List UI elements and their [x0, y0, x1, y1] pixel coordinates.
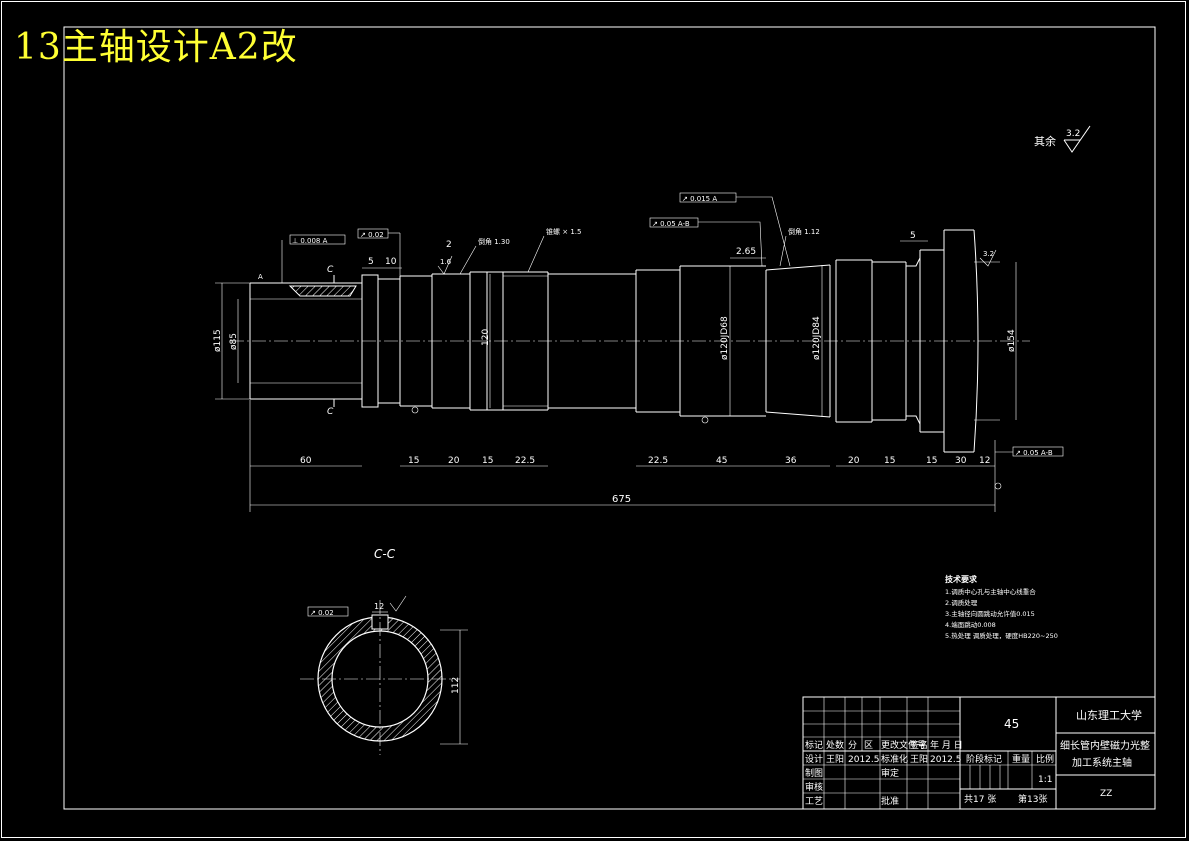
overlay-title: 13主轴设计A2改 — [14, 27, 298, 68]
section-view: C-C 112 12 — [300, 547, 468, 755]
keyway-hatch — [288, 285, 357, 297]
tech-req-1: 1.调质中心孔与主轴中心线重合 — [945, 587, 1036, 596]
tol-frame-5: ↗ 0.05 A-B — [1015, 449, 1053, 457]
section-label: C-C — [374, 547, 396, 561]
tb-scale-label: 比例 — [1036, 753, 1054, 765]
tech-req-3: 3.主轴径向圆跳动允许值0.015 — [945, 609, 1035, 618]
roughness-note: 其余 3.2 — [1034, 125, 1091, 153]
dim-120: 120 — [481, 329, 491, 346]
dim-d120-jd68: ø120JD68 — [720, 316, 730, 360]
tb-weight: 重量 — [1012, 753, 1030, 765]
tol-frame-1: ⊥ 0.008 A — [292, 237, 328, 245]
dim-d85: ø85 — [229, 333, 239, 350]
diameter-dimensions: ø115 ø85 120 ø120JD68 ø120JD84 ø154 — [213, 262, 1017, 420]
tech-req-5: 5.热处理 调质处理，硬度HB220~250 — [945, 631, 1058, 640]
title-block: 标记 处数 分 区 更改文件号 签名 年 月 日 设计 王阳 2012.5 标准… — [802, 696, 1156, 810]
feature-callouts: 锥螺 × 1.5 倒角 1.30 倒角 1.12 1.6 3.2 A — [258, 227, 1002, 490]
tb-row1-name2: 王阳 — [910, 754, 928, 765]
tb-header-zone: 区 — [864, 740, 873, 751]
roughness-mark-1: 1.6 — [440, 258, 452, 266]
tb-header-change: 更改文件号 — [881, 739, 926, 751]
tb-school: 山东理工大学 — [1076, 708, 1142, 722]
tol-frame-6: ↗ 0.02 — [310, 609, 334, 617]
bottom-dimensions: 60 15 20 15 22.5 22.5 45 36 20 15 15 30 … — [249, 231, 996, 512]
surface-callout-1: 倒角 1.30 — [478, 237, 510, 246]
tb-header-mark: 标记 — [805, 739, 823, 751]
dim-5a: 5 — [368, 257, 374, 267]
thread-callout: 锥螺 × 1.5 — [546, 227, 581, 236]
dim-d115: ø115 — [213, 329, 223, 352]
tech-req-4: 4.端面跳动0.008 — [945, 620, 996, 629]
dim-chamfer: 2 — [446, 240, 452, 250]
tb-row2-role2: 审定 — [881, 767, 899, 779]
dim-60: 60 — [300, 456, 312, 466]
tb-row1-date: 2012.5 — [848, 755, 880, 765]
dim-10: 10 — [385, 257, 397, 267]
roughness-note-label: 其余 — [1034, 134, 1056, 148]
dim-45: 45 — [716, 456, 727, 466]
dim-15b: 15 — [482, 456, 493, 466]
tb-header-part: 分 — [848, 740, 857, 751]
tol-frame-2: ↗ 0.02 — [360, 231, 384, 239]
technical-requirements: 技术要求 1.调质中心孔与主轴中心线重合 2.调质处理 3.主轴径向圆跳动允许值… — [945, 574, 1058, 640]
tol-frame-3: ↗ 0.015 A — [682, 195, 717, 203]
tb-material: 45 — [1004, 717, 1019, 731]
dim-20a: 20 — [448, 456, 460, 466]
section-mark-lower: C — [327, 407, 334, 417]
surface-callout-2: 倒角 1.12 — [788, 227, 820, 236]
dim-22-5b: 22.5 — [648, 456, 668, 466]
tb-scale: 1:1 — [1038, 775, 1052, 785]
tb-stage: 阶段标记 — [966, 753, 1002, 765]
dim-36: 36 — [785, 456, 797, 466]
tb-sheet-total: 共17 张 — [964, 794, 996, 805]
tb-row1-role2: 标准化 — [881, 753, 908, 765]
dim-12: 12 — [979, 456, 990, 466]
tb-row3-role: 审核 — [805, 781, 823, 793]
tol-frame-4: ↗ 0.05 A-B — [652, 220, 690, 228]
tb-sheet-no: 第13张 — [1018, 793, 1047, 805]
tb-row1-role: 设计 — [805, 753, 823, 765]
tb-project-2: 加工系统主轴 — [1072, 756, 1132, 769]
dim-20b: 20 — [848, 456, 860, 466]
section-width-dim: 12 — [374, 602, 384, 611]
tb-row2-role: 制图 — [805, 767, 823, 779]
tolerance-frames: ⊥ 0.008 A ↗ 0.02 ↗ 0.015 A ↗ 0.05 A-B ↗ … — [281, 192, 1064, 617]
tb-header-count: 处数 — [826, 739, 844, 751]
dim-d154: ø154 — [1007, 329, 1017, 352]
dim-22-5a: 22.5 — [515, 456, 535, 466]
tb-row4-role2: 批准 — [881, 795, 899, 807]
tech-req-heading: 技术要求 — [945, 574, 978, 584]
dim-2-65: 2.65 — [736, 247, 756, 257]
tb-header-sign: 签名 — [910, 739, 928, 751]
dim-d120-jd84: ø120JD84 — [812, 316, 822, 360]
roughness-note-value: 3.2 — [1066, 129, 1080, 139]
tb-project-1: 细长管内壁磁力光整 — [1060, 739, 1150, 752]
datum-a: A — [258, 273, 263, 281]
section-marks: C C — [327, 265, 335, 417]
dim-15c: 15 — [884, 456, 895, 466]
dim-5b: 5 — [910, 231, 916, 241]
dim-15a: 15 — [408, 456, 419, 466]
tech-req-2: 2.调质处理 — [945, 598, 978, 607]
roughness-mark-2: 3.2 — [983, 250, 994, 258]
shaft-profile — [249, 229, 1000, 453]
dim-15d: 15 — [926, 456, 937, 466]
section-height-dim: 112 — [451, 677, 461, 694]
tb-row1-name: 王阳 — [826, 754, 844, 765]
section-mark-upper: C — [327, 265, 334, 275]
tb-row4-role: 工艺 — [805, 796, 823, 807]
dim-30: 30 — [955, 456, 967, 466]
dim-overall: 675 — [612, 494, 631, 505]
tb-code: ZZ — [1100, 789, 1112, 799]
tb-row1-date2: 2012.5 — [930, 755, 962, 765]
inner-frame — [63, 26, 1156, 810]
tb-header-date: 年 月 日 — [930, 739, 963, 751]
